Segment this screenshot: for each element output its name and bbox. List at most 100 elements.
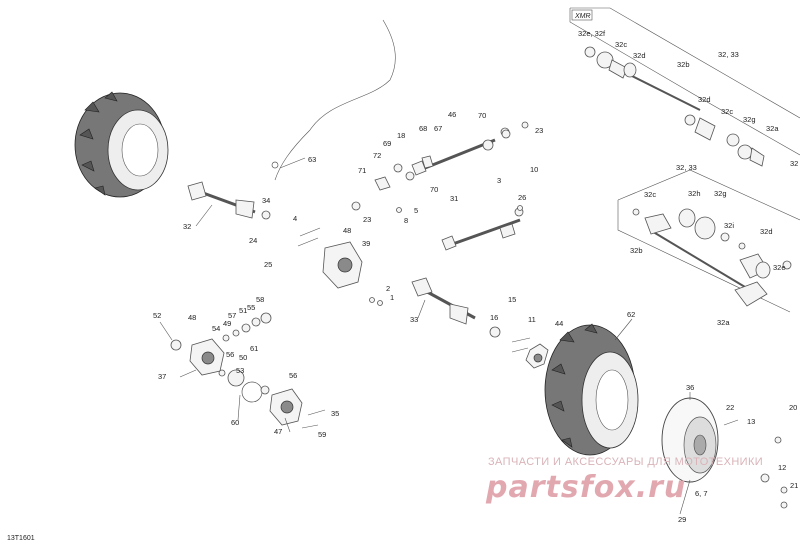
watermark-caption: ЗАПЧАСТИ И АКСЕССУАРЫ ДЛЯ МОТОТЕХНИКИ — [488, 456, 763, 468]
upper-kit-part-32d-2: 32d — [698, 95, 711, 104]
lower-kit-part-32d: 32d — [760, 227, 773, 236]
hub-flange-44 — [525, 343, 549, 369]
callout-20: 20 — [789, 403, 797, 412]
callout-70: 70 — [478, 111, 486, 120]
callout-37: 37 — [158, 372, 166, 381]
callout-46: 46 — [448, 110, 456, 119]
callout-32: 32 — [183, 222, 191, 231]
upper-kit-title: 32, 33 — [718, 50, 739, 59]
callout-48: 48 — [343, 226, 351, 235]
callout-3: 3 — [497, 176, 501, 185]
lower-kit-part-32c: 32c — [644, 190, 656, 199]
callout-51: 51 — [239, 306, 247, 315]
callout-35: 35 — [331, 409, 339, 418]
callout-53: 53 — [236, 366, 244, 375]
callout-50: 50 — [239, 353, 247, 362]
callout-34: 34 — [262, 196, 270, 205]
callout-5: 5 — [414, 206, 418, 215]
callout-33: 33 — [410, 315, 418, 324]
callout-72: 72 — [373, 151, 381, 160]
callout-60: 60 — [231, 418, 239, 427]
callout-29: 29 — [678, 515, 686, 524]
callout-56: 56 — [226, 350, 234, 359]
callout-56-b: 56 — [289, 371, 297, 380]
callout-59: 59 — [318, 430, 326, 439]
callout-58: 58 — [256, 295, 264, 304]
prop-shaft-31 — [441, 207, 524, 251]
knuckle-assembly-48 — [322, 241, 363, 289]
leader-lines — [159, 157, 691, 515]
lower-kit-part-32b: 32b — [630, 246, 643, 255]
lower-kit-part-32a: 32a — [717, 318, 730, 327]
callout-57: 57 — [228, 311, 236, 320]
callout-25: 25 — [264, 260, 272, 269]
knuckle-assembly-47 — [227, 369, 303, 426]
xmr-tag-text: XMR — [574, 13, 591, 20]
callout-31: 31 — [450, 194, 458, 203]
knuckle-assembly-37 — [170, 338, 225, 376]
callout-55: 55 — [247, 303, 255, 312]
callout-6-7: 6, 7 — [695, 489, 708, 498]
lower-kit-part-32e: 32e — [773, 263, 786, 272]
callout-23: 23 — [535, 126, 543, 135]
watermark-brand: partsfox.ru — [485, 470, 686, 505]
callout-68: 68 — [419, 124, 427, 133]
rear-drive-shaft-33 — [411, 277, 501, 338]
callout-11: 11 — [528, 315, 536, 324]
rim-illustration — [661, 397, 719, 483]
lower-axle-kit-box — [617, 169, 800, 313]
callout-61: 61 — [250, 344, 258, 353]
callout-54: 54 — [212, 324, 220, 333]
upper-axle-kit-box: XMR — [569, 7, 800, 167]
lower-kit-title: 32, 33 — [676, 163, 697, 172]
upper-kit-part-32c-2: 32c — [721, 107, 733, 116]
callout-18: 18 — [397, 131, 405, 140]
callout-13: 13 — [747, 417, 755, 426]
callout-23-b: 23 — [363, 215, 371, 224]
upper-kit-part-32b: 32b — [677, 60, 690, 69]
callout-24: 24 — [249, 236, 257, 245]
upper-kit-part-32c: 32c — [615, 40, 627, 49]
lower-kit-part-32g: 32g — [714, 189, 727, 198]
callout-16: 16 — [490, 313, 498, 322]
callout-49: 49 — [223, 319, 231, 328]
callout-69: 69 — [383, 139, 391, 148]
callout-67: 67 — [434, 124, 442, 133]
callout-63: 63 — [308, 155, 316, 164]
callout-36: 36 — [686, 383, 694, 392]
callout-26: 26 — [518, 193, 526, 202]
callout-48-b: 48 — [188, 313, 196, 322]
small-parts-50-58 — [218, 312, 272, 377]
callout-62: 62 — [627, 310, 635, 319]
callout-4: 4 — [293, 214, 297, 223]
right-tire-illustration — [544, 323, 639, 456]
callout-15: 15 — [508, 295, 516, 304]
callout-8: 8 — [404, 216, 408, 225]
upper-kit-part-32a: 32a — [766, 124, 779, 133]
callout-47: 47 — [274, 427, 282, 436]
callout-2: 2 — [386, 284, 390, 293]
callout-52: 52 — [153, 311, 161, 320]
upper-kit-part-32: 32 — [790, 159, 798, 168]
xmr-tag — [571, 9, 593, 21]
callout-10: 10 — [530, 165, 538, 174]
callout-22: 22 — [726, 403, 734, 412]
callout-1: 1 — [390, 293, 394, 302]
bolts — [297, 227, 788, 509]
lower-kit-part-32h: 32h — [688, 189, 701, 198]
upper-kit-part-32g: 32g — [743, 115, 756, 124]
callout-44: 44 — [555, 319, 563, 328]
lower-kit-part-32i: 32i — [724, 221, 734, 230]
callout-70-b: 70 — [430, 185, 438, 194]
callout-21: 21 — [790, 481, 798, 490]
callout-39: 39 — [362, 239, 370, 248]
upper-kit-part-32e-32f: 32e, 32f — [578, 29, 606, 38]
joint-parts-67-72 — [351, 121, 529, 213]
left-tire-illustration — [74, 91, 169, 198]
callout-71: 71 — [358, 166, 366, 175]
diagram-id: 13T1601 — [7, 535, 35, 542]
front-drive-shaft-32 — [187, 181, 271, 220]
upper-kit-part-32d: 32d — [633, 51, 646, 60]
callout-12: 12 — [778, 463, 786, 472]
